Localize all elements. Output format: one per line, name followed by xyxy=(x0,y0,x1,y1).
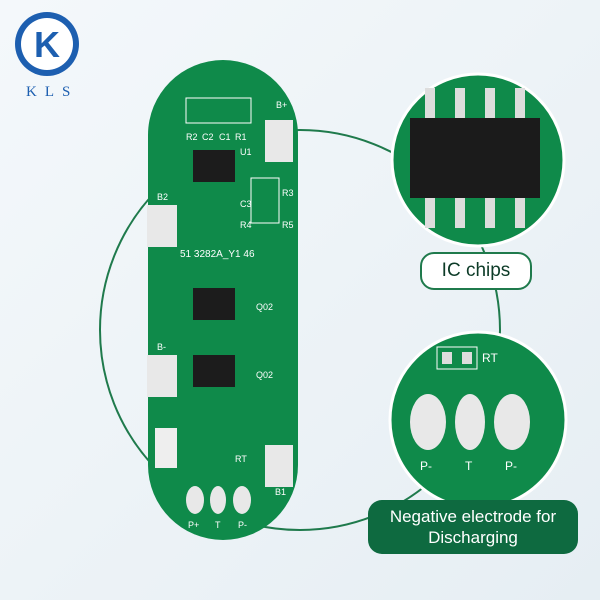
decorative-ring xyxy=(99,129,501,531)
svg-text:R5: R5 xyxy=(282,220,294,230)
mosfet-q1 xyxy=(193,288,235,320)
negative-electrode-label: Negative electrode for Discharging xyxy=(368,500,578,554)
svg-text:T: T xyxy=(215,520,221,530)
svg-text:B+: B+ xyxy=(276,100,287,110)
svg-text:B2: B2 xyxy=(157,192,168,202)
svg-text:K: K xyxy=(34,24,60,65)
svg-text:U1: U1 xyxy=(240,147,252,157)
kls-logo: K xyxy=(15,12,79,76)
svg-text:P-: P- xyxy=(420,459,432,473)
ic-chips-label: IC chips xyxy=(420,252,532,290)
pad-b1 xyxy=(265,445,293,487)
svg-text:R4: R4 xyxy=(240,220,252,230)
brand-name: KLS xyxy=(26,84,79,100)
svg-text:R2: R2 xyxy=(186,132,198,142)
pad-b-plus xyxy=(265,120,293,162)
svg-text:P-: P- xyxy=(238,520,247,530)
ic-u1 xyxy=(193,150,235,182)
electrode-closeup: RT P- T P- xyxy=(388,330,568,510)
svg-text:Q02: Q02 xyxy=(256,370,273,380)
svg-text:C1: C1 xyxy=(219,132,231,142)
svg-text:R3: R3 xyxy=(282,188,294,198)
svg-text:51 3282A_Y1 46: 51 3282A_Y1 46 xyxy=(180,249,255,260)
ic-chip-closeup xyxy=(390,72,566,248)
svg-text:B1: B1 xyxy=(275,487,286,497)
svg-text:R1: R1 xyxy=(235,132,247,142)
pcb-board: B+ R2 C2 C1 R1 U1 R3 C3 R4 R5 B2 51 3282… xyxy=(147,60,298,540)
svg-text:C2: C2 xyxy=(202,132,214,142)
svg-text:B-: B- xyxy=(157,342,166,352)
mosfet-q2 xyxy=(193,355,235,387)
svg-text:P+: P+ xyxy=(188,520,199,530)
pad-b-minus xyxy=(147,355,177,397)
pad-b2 xyxy=(147,205,177,247)
svg-text:T: T xyxy=(465,459,473,473)
svg-text:RT: RT xyxy=(235,454,247,464)
svg-text:P-: P- xyxy=(505,459,517,473)
svg-text:RT: RT xyxy=(482,351,498,365)
svg-text:Q02: Q02 xyxy=(256,302,273,312)
svg-text:C3: C3 xyxy=(240,199,252,209)
